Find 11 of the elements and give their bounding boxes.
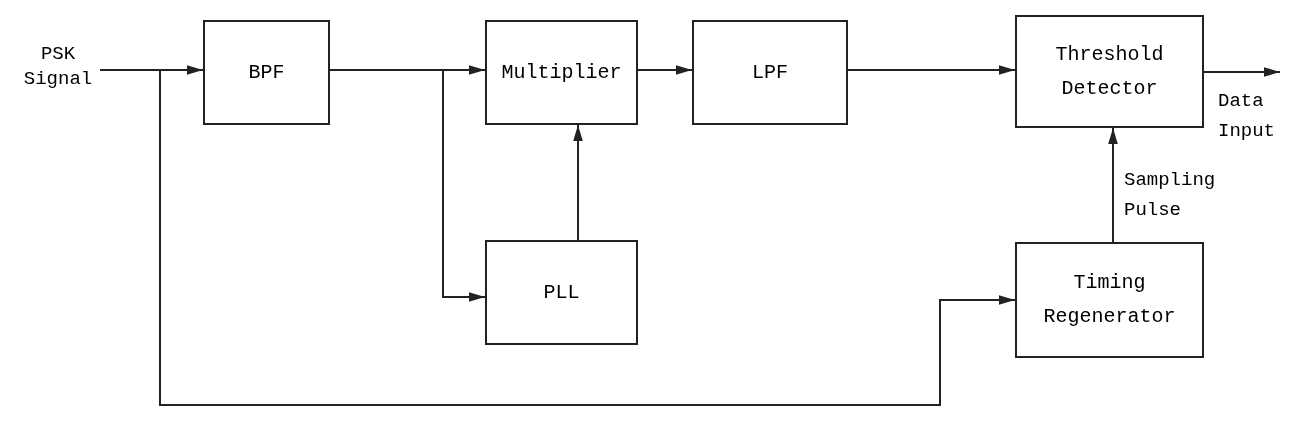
arrow <box>1203 67 1281 77</box>
arrow <box>1108 127 1118 243</box>
block-box: Timing Regenerator <box>1015 242 1204 358</box>
block-box: BPF <box>203 20 330 125</box>
arrow <box>847 65 1016 75</box>
arrow <box>637 65 693 75</box>
block-box: PLL <box>485 240 638 345</box>
block-box: Multiplier <box>485 20 638 125</box>
arrow <box>573 124 583 241</box>
block-box: Threshold Detector <box>1015 15 1204 128</box>
block-box: LPF <box>692 20 848 125</box>
